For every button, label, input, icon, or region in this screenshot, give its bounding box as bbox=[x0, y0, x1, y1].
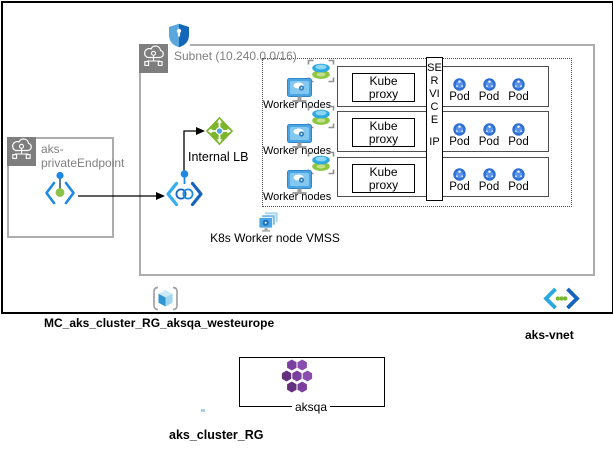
worker-nodes-label: Worker nodes bbox=[263, 99, 332, 111]
pod: Pod bbox=[446, 78, 473, 104]
pod-label: Pod bbox=[508, 136, 529, 148]
node-monitor-icon bbox=[287, 124, 312, 148]
kube-proxy-box: Kube proxy bbox=[352, 118, 415, 147]
vmss-label: K8s Worker node VMSS bbox=[210, 231, 340, 245]
pod-label: Pod bbox=[478, 136, 500, 148]
virtual-network-icon bbox=[543, 287, 580, 310]
kube-proxy-label: Kube proxy bbox=[368, 164, 399, 192]
managed-rg-label: MC_aks_cluster_RG_aksqa_westeurope bbox=[44, 316, 275, 330]
pod: Pod bbox=[505, 78, 532, 104]
pod-icon bbox=[482, 168, 496, 181]
cloud-network-icon bbox=[144, 45, 164, 66]
resource-group-cube-icon bbox=[151, 285, 180, 312]
worker-nodes-label: Worker nodes bbox=[263, 145, 332, 157]
private-link-icon bbox=[166, 170, 203, 207]
node-stack-icon bbox=[307, 105, 335, 129]
pod-icon bbox=[512, 123, 525, 136]
pod-icon bbox=[453, 168, 466, 181]
pod: Pod bbox=[446, 123, 473, 149]
private-endpoint-box bbox=[7, 137, 114, 238]
node-monitor-icon bbox=[287, 78, 312, 102]
private-endpoint-header bbox=[7, 137, 36, 166]
pod: Pod bbox=[476, 168, 503, 194]
pod-icon bbox=[482, 78, 496, 91]
tiny-artifact-dot bbox=[201, 409, 205, 412]
worker-nodes-label: Worker nodes bbox=[263, 191, 332, 203]
pod-label: Pod bbox=[478, 91, 500, 103]
cloud-network-icon bbox=[12, 138, 32, 159]
pod-icon bbox=[453, 78, 466, 91]
vmss-icon bbox=[258, 211, 279, 232]
pod-row: Pod Pod Pod bbox=[446, 78, 532, 104]
pod: Pod bbox=[446, 168, 473, 194]
service-ip-label-line2: IP bbox=[429, 136, 440, 148]
cluster-rg-label: aks_cluster_RG bbox=[169, 428, 264, 442]
pod-label: Pod bbox=[449, 91, 470, 103]
pod: Pod bbox=[505, 123, 532, 149]
pod-label: Pod bbox=[478, 181, 500, 193]
node-stack-icon bbox=[307, 59, 335, 83]
pod-icon bbox=[512, 168, 525, 181]
pod-row: Pod Pod Pod bbox=[446, 168, 532, 194]
private-endpoint-icon bbox=[45, 171, 75, 205]
internal-lb-label: Internal LB bbox=[188, 150, 249, 164]
node-stack-icon bbox=[307, 151, 335, 175]
worker-node-group: Worker nodes bbox=[263, 105, 337, 160]
pod-label: Pod bbox=[508, 181, 529, 193]
worker-node-group: Worker nodes bbox=[263, 59, 337, 114]
kube-proxy-box: Kube proxy bbox=[352, 164, 415, 193]
pod-label: Pod bbox=[449, 136, 470, 148]
private-endpoint-label: aks-privateEndpoint bbox=[41, 142, 125, 170]
pod-icon bbox=[453, 123, 466, 136]
pod-label: Pod bbox=[449, 181, 470, 193]
kube-proxy-box: Kube proxy bbox=[352, 73, 415, 102]
pod: Pod bbox=[505, 168, 532, 194]
network-security-shield-icon bbox=[168, 23, 190, 48]
worker-pool-dotted-box bbox=[262, 58, 572, 207]
pod-label: Pod bbox=[508, 91, 529, 103]
pod-icon bbox=[482, 123, 496, 136]
aks-cluster-name-wrap: aksqa bbox=[239, 398, 383, 416]
node-monitor-icon bbox=[287, 170, 312, 194]
kube-proxy-label: Kube proxy bbox=[368, 118, 399, 146]
subnet-header bbox=[139, 44, 168, 73]
pod-row: Pod Pod Pod bbox=[446, 123, 532, 149]
worker-node-group: Worker nodes bbox=[263, 151, 337, 206]
subnet-box bbox=[139, 44, 595, 276]
load-balancer-icon bbox=[205, 116, 234, 146]
aks-icon bbox=[280, 358, 314, 394]
subnet-label: Subnet (10.240.0.0/16) bbox=[174, 49, 297, 63]
aks-cluster-name: aksqa bbox=[291, 400, 331, 414]
service-ip-box: SERVICE IP bbox=[426, 57, 443, 201]
service-ip-label-line1: SERVICE bbox=[427, 62, 442, 126]
pod: Pod bbox=[476, 123, 503, 149]
pod-icon bbox=[512, 78, 525, 91]
pod: Pod bbox=[476, 78, 503, 104]
vnet-label: aks-vnet bbox=[525, 328, 574, 342]
kube-proxy-label: Kube proxy bbox=[368, 73, 399, 101]
